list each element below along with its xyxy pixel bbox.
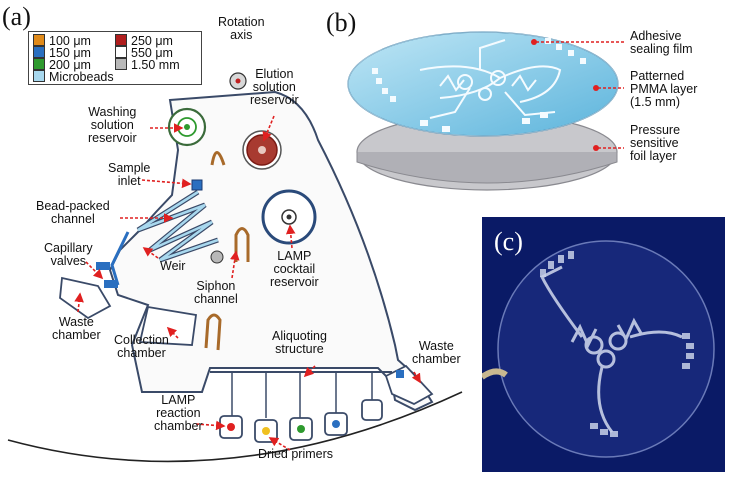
waste-chamber-left (59, 276, 112, 320)
disc-edge-arc (7, 391, 463, 463)
lamp-cocktail-center (286, 214, 292, 220)
weir-marker (210, 250, 224, 264)
arrows-a (74, 115, 421, 451)
legend-item: 150 μm (33, 46, 91, 60)
legend-text: 100 μm (49, 34, 91, 48)
capillary-valve-mark-2 (104, 280, 118, 288)
legend-text: 1.50 mm (131, 58, 180, 72)
capillary-valve (110, 231, 130, 286)
orange-channel-1 (210, 151, 226, 166)
legend-text: 550 μm (131, 46, 173, 60)
disc-photo-drawing (482, 240, 715, 458)
legend-text: 150 μm (49, 46, 91, 60)
label-dried-primers: Dried primers (258, 447, 334, 461)
legend-swatch (115, 34, 127, 46)
legend-item: 100 μm (33, 34, 91, 48)
washing-reservoir-dot (184, 124, 190, 130)
legend-swatch (33, 70, 45, 82)
waste-chamber-right (384, 364, 434, 406)
legend-item: 200 μm (33, 58, 91, 72)
label-weir: Weir (160, 259, 186, 273)
disc-pattern (419, 39, 562, 119)
pmma-dot (593, 85, 599, 91)
legend-text: Microbeads (49, 70, 114, 84)
reaction-chambers (219, 372, 383, 443)
adhesive-dot (531, 39, 537, 45)
legend-swatch (33, 34, 45, 46)
capillary-valve-mark-1 (96, 262, 110, 270)
disc-photo: (c) (482, 217, 725, 472)
panel-label-b: (b) (326, 8, 357, 37)
legend-text: 250 μm (131, 34, 173, 48)
waste-valve-right (396, 370, 404, 378)
legend: 100 μm 250 μm 150 μm 550 μm 200 μm 1.50 … (28, 31, 202, 85)
siphon-channel (234, 227, 250, 262)
legend-item: 1.50 mm (115, 58, 180, 72)
foil-dot (593, 145, 599, 151)
legend-text: 200 μm (49, 58, 91, 72)
legend-swatch (33, 58, 45, 70)
arrows-b (536, 41, 624, 149)
legend-item: Microbeads (33, 70, 114, 84)
panel-label-c: (c) (494, 227, 523, 256)
sample-inlet (191, 179, 203, 191)
legend-item: 250 μm (115, 34, 173, 48)
legend-swatch (115, 58, 127, 70)
disc-chambers (372, 38, 586, 132)
collection-chamber (138, 305, 198, 346)
legend-swatch (33, 46, 45, 58)
foil-layer-edge (356, 152, 618, 184)
legend-swatch (115, 46, 127, 58)
legend-item: 550 μm (115, 46, 173, 60)
elution-reservoir-center (258, 146, 266, 154)
orange-channel-siphon-2 (204, 313, 222, 351)
panel-label-a: (a) (2, 2, 31, 31)
rotation-axis-dot (235, 78, 241, 84)
